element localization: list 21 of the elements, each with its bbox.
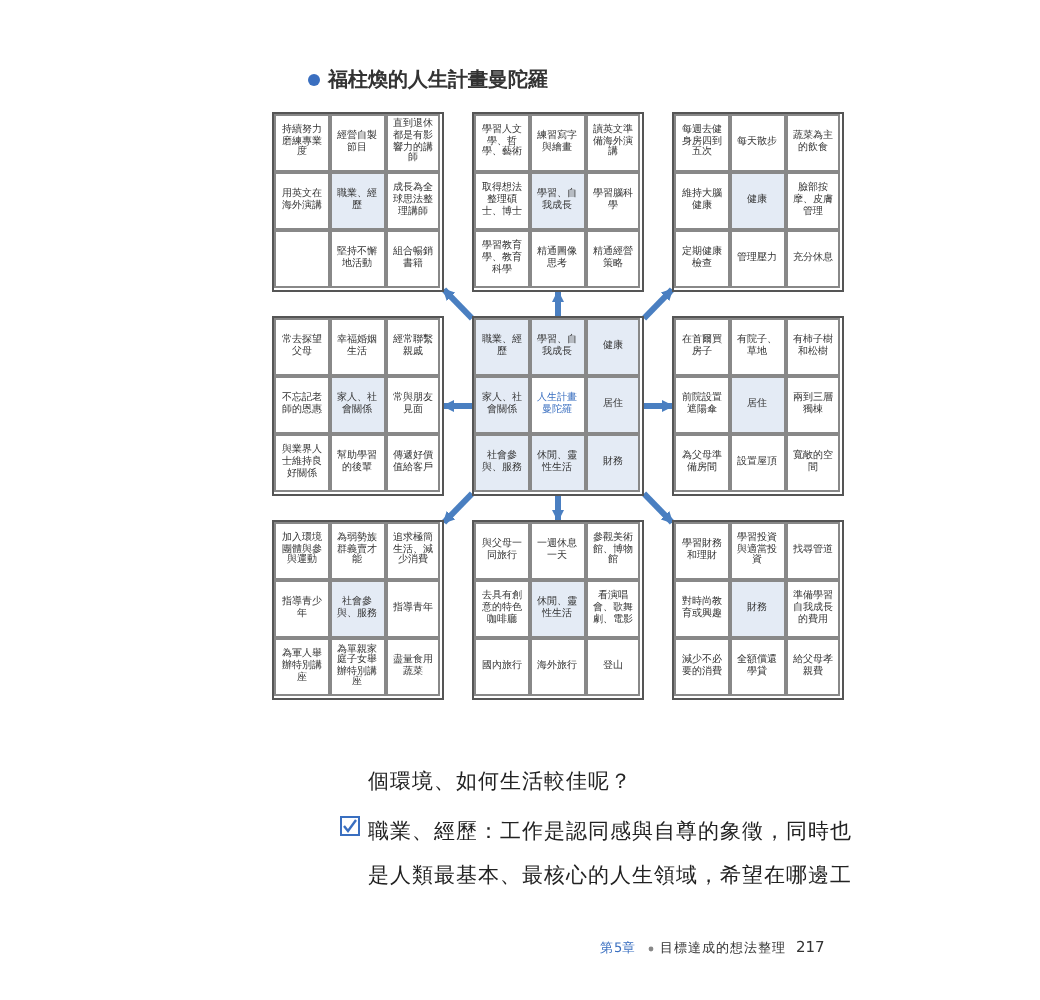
mandala-block — [472, 112, 644, 292]
arrow — [552, 290, 564, 316]
mandala-block — [272, 520, 444, 700]
goal-cell — [274, 230, 330, 289]
arrow — [641, 287, 675, 321]
mandala-block — [672, 112, 844, 292]
title: 福柱煥的人生計畫曼陀羅 — [328, 67, 548, 94]
mandala-block — [672, 316, 844, 496]
mandala-block — [672, 520, 844, 700]
arrow — [644, 400, 674, 412]
mandala-block — [272, 112, 444, 292]
arrow — [441, 491, 475, 525]
paragraph-text: 個環境、如何生活較佳呢？ — [368, 768, 632, 796]
paragraph-text: 職業、經歷：工作是認同感與自尊的象徵，同時也是人類最基本、最核心的人生領域，希望在哪邊工 — [368, 818, 854, 892]
arrow — [552, 496, 564, 522]
arrow — [442, 400, 472, 412]
mandala-block — [472, 316, 644, 496]
mandala-block — [472, 520, 644, 700]
arrow — [441, 287, 475, 321]
mandala-block — [272, 316, 444, 496]
arrow — [641, 491, 675, 525]
